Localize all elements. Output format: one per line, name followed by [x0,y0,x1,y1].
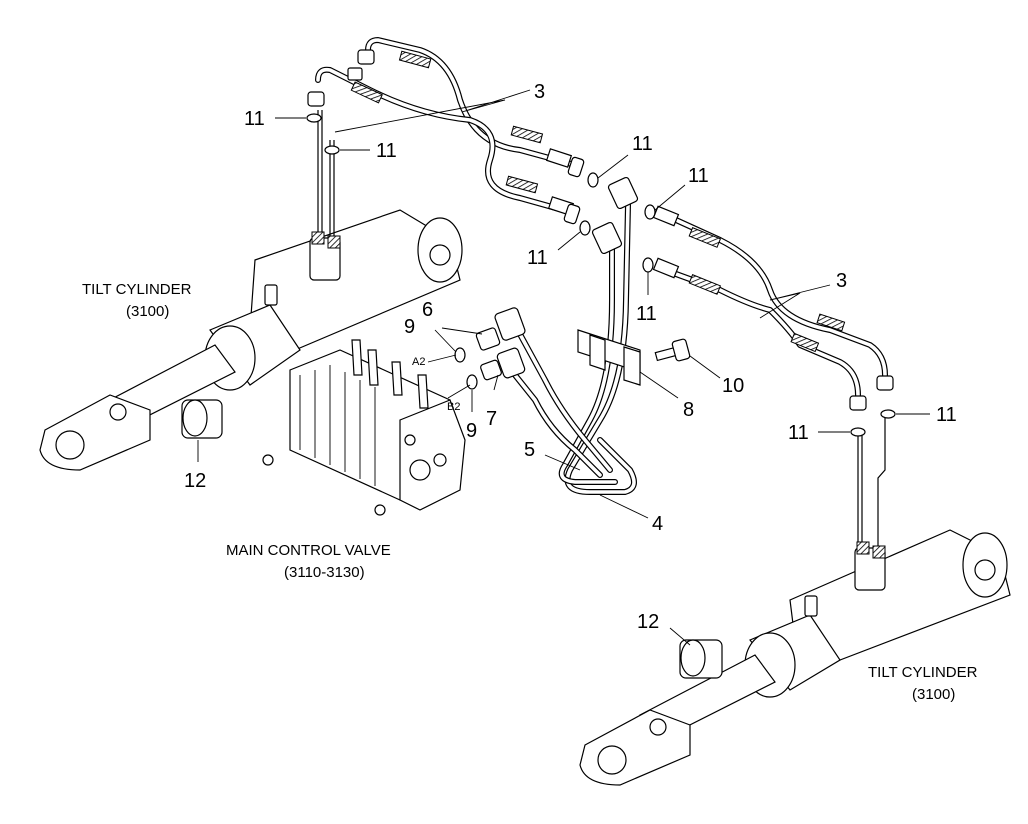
callout-7: 7 [486,408,497,430]
callout-12-right: 12 [637,611,659,633]
callout-4: 4 [652,513,663,535]
callout-numbers: 3 3 11 11 11 11 11 11 11 11 6 9 9 7 5 4 … [184,81,957,633]
bushing-right-face [680,639,706,677]
label-main-control-valve: MAIN CONTROL VALVE [226,542,391,559]
oring-11-e [644,204,656,220]
label-main-control-valve-code: (3110-3130) [284,564,365,581]
oring-11-b [324,145,340,155]
callout-12-left: 12 [184,470,206,492]
label-tilt-cylinder-left-code: (3100) [126,303,169,320]
callout-11-b: 11 [376,140,397,162]
tilt-cylinder-right [579,418,1011,786]
oring-9-top [454,347,466,363]
callout-5: 5 [524,439,535,461]
tilt-cylinder-left [39,110,463,471]
label-port-b2: B2 [447,401,460,413]
callout-11-f: 11 [636,303,657,325]
callout-3-upper: 3 [534,81,545,103]
callout-9-bottom: 9 [466,420,477,442]
callout-11-d: 11 [527,247,548,269]
right-hose-assembly [652,205,894,411]
oring-11-c [587,172,599,188]
callout-8: 8 [683,399,694,421]
oring-11-a [306,113,322,123]
main-control-valve [262,339,466,516]
callout-3-right: 3 [836,270,847,292]
clamp-and-bolt [577,329,691,386]
oring-11-d [579,220,591,236]
label-tilt-cylinder-right-code: (3100) [912,686,955,703]
component-labels: TILT CYLINDER (3100) TILT CYLINDER (3100… [82,281,978,703]
callout-11-c: 11 [632,133,653,155]
label-tilt-cylinder-right: TILT CYLINDER [868,664,978,681]
oring-9-bottom [466,374,478,390]
callout-11-g: 11 [788,422,809,444]
upper-hose-assembly [307,37,585,225]
callout-10: 10 [722,375,744,397]
callout-11-e: 11 [688,165,709,187]
label-port-a2: A2 [412,356,425,368]
callout-11-h: 11 [936,404,957,426]
callout-6: 6 [422,299,433,321]
oring-11-g [850,427,866,437]
callout-9-top: 9 [404,316,415,338]
callout-11-a: 11 [244,108,265,130]
bushing-left-face [182,399,208,437]
label-tilt-cylinder-left: TILT CYLINDER [82,281,192,298]
leader-lines [197,89,930,646]
oring-11-f [642,257,654,273]
valve-fittings [475,307,526,381]
oring-11-h [880,409,896,419]
